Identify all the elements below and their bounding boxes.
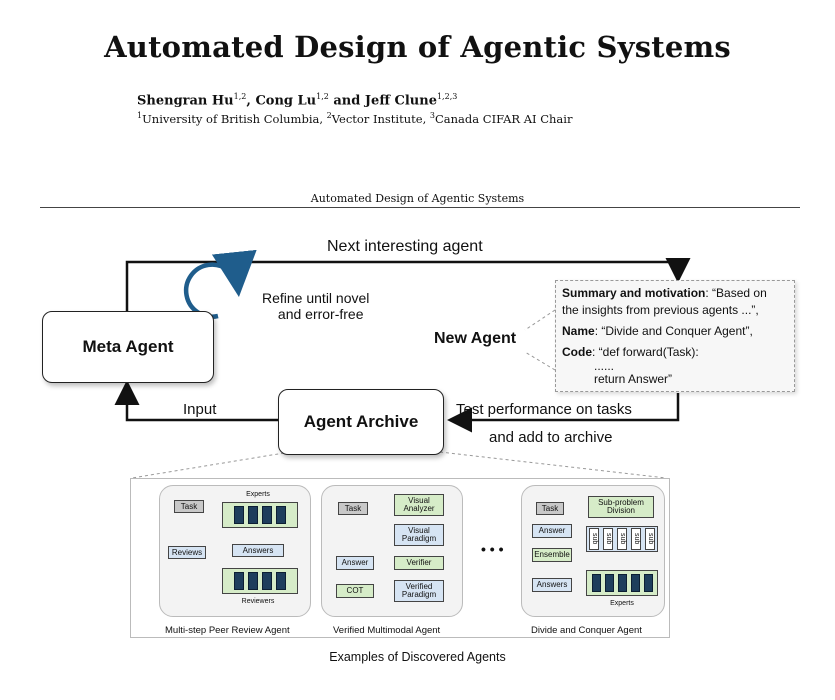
- author-list: Shengran Hu1,2, Cong Lu1,2 and Jeff Clun…: [137, 92, 457, 108]
- affiliation: University of British Columbia: [142, 111, 320, 126]
- experts-group: [222, 502, 298, 528]
- expert-bar: [604, 574, 614, 592]
- refine-label-line: and error-free: [277, 306, 364, 322]
- header-rule: [40, 207, 800, 208]
- sub-node: sub: [631, 528, 641, 550]
- code-text: ......: [594, 359, 615, 373]
- ensemble-node: Ensemble: [532, 548, 572, 562]
- verified-multimodal-card: Task Visual Analyzer Visual Paradigm Ver…: [321, 485, 463, 617]
- subproblem-division-node: Sub-problem Division: [588, 496, 654, 518]
- expert-bar: [591, 574, 601, 592]
- author-name: Cong Lu: [255, 93, 317, 109]
- task-node: Task: [174, 500, 204, 513]
- meta-agent-box: Meta Agent: [42, 311, 214, 383]
- verified-paradigm-node: Verified Paradigm: [394, 580, 444, 602]
- divide-conquer-card: Task Sub-problem Division Answer Ensembl…: [521, 485, 665, 617]
- new-agent-label: New Agent: [434, 330, 517, 347]
- expert-bar: [643, 574, 653, 592]
- callout-line: [131, 451, 291, 479]
- code-label: Summary and motivation: [562, 286, 706, 300]
- task-node: Task: [338, 502, 368, 515]
- sub-node: sub: [589, 528, 599, 550]
- answers-node: Answers: [532, 578, 572, 592]
- refine-label: Refine until novel and error-free: [262, 290, 369, 322]
- affiliation: Vector Institute: [331, 111, 423, 126]
- expert-bar: [276, 506, 286, 524]
- next-agent-label: Next interesting agent: [327, 238, 483, 255]
- verifier-node: Verifier: [394, 556, 444, 570]
- answer-node: Answer: [336, 556, 374, 570]
- agent-code-box: Summary and motivation: “Based on the in…: [555, 280, 795, 392]
- code-text: : “Divide and Conquer Agent”,: [594, 324, 753, 338]
- reviewer-bar: [248, 572, 258, 590]
- author-name: Shengran Hu: [137, 93, 234, 109]
- expert-bar: [617, 574, 627, 592]
- test-label: Test performance on tasks: [456, 401, 632, 418]
- peer-review-card: Task Experts Reviews Answers Reviewers: [159, 485, 311, 617]
- callout-line: [524, 351, 556, 371]
- answers-node: Answers: [232, 544, 284, 557]
- sub-node: sub: [603, 528, 613, 550]
- example-caption: Divide and Conquer Agent: [531, 625, 642, 636]
- author-affil-sup: 1,2,3: [436, 92, 458, 101]
- expert-bar: [262, 506, 272, 524]
- visual-paradigm-node: Visual Paradigm: [394, 524, 444, 546]
- author-affil-sup: 1,2: [233, 92, 247, 101]
- code-label: Name: [562, 324, 595, 338]
- author-separator: ,: [246, 93, 256, 109]
- code-text: : “Based on: [705, 286, 767, 300]
- refine-label-line: Refine until novel: [262, 290, 370, 306]
- experts-group: [586, 570, 658, 596]
- reviewer-bar: [262, 572, 272, 590]
- author-separator: and: [328, 93, 365, 109]
- callout-line: [524, 309, 556, 331]
- code-text: the insights from previous agents ...”,: [562, 303, 759, 317]
- examples-panel: Task Experts Reviews Answers Reviewers M…: [130, 478, 670, 638]
- expert-bar: [248, 506, 258, 524]
- reviewers-group: [222, 568, 298, 594]
- reviewer-bar: [276, 572, 286, 590]
- running-header: Automated Design of Agentic Systems: [310, 192, 525, 205]
- affiliation-list: 1University of British Columbia, 2Vector…: [137, 111, 572, 126]
- experts-label: Experts: [610, 600, 634, 607]
- input-arrow: [114, 380, 278, 422]
- examples-caption: Examples of Discovered Agents: [329, 650, 506, 664]
- reviewers-label: Reviewers: [241, 598, 275, 605]
- code-text: return Answer”: [594, 372, 673, 386]
- affil-separator: ,: [319, 111, 327, 126]
- author-affil-sup: 1,2: [316, 92, 329, 101]
- sub-node: sub: [645, 528, 655, 550]
- example-caption: Multi-step Peer Review Agent: [165, 625, 290, 636]
- callout-line: [439, 451, 667, 479]
- example-caption: Verified Multimodal Agent: [333, 625, 441, 636]
- expert-bar: [630, 574, 640, 592]
- code-label: Code: [562, 345, 592, 359]
- cot-node: COT: [336, 584, 374, 598]
- visual-analyzer-node: Visual Analyzer: [394, 494, 444, 516]
- answer-node: Answer: [532, 524, 572, 538]
- experts-label: Experts: [246, 491, 270, 498]
- subproblems-group: sub sub sub sub sub: [586, 526, 658, 552]
- agent-archive-box: Agent Archive: [278, 389, 444, 455]
- author-name: Jeff Clune: [364, 93, 437, 109]
- task-node: Task: [536, 502, 564, 515]
- affil-sup: 2: [326, 111, 332, 120]
- reviewer-bar: [234, 572, 244, 590]
- sub-node: sub: [617, 528, 627, 550]
- affiliation: Canada CIFAR AI Chair: [434, 111, 573, 126]
- next-agent-arrow: [125, 258, 691, 312]
- affil-sup: 1: [137, 111, 143, 120]
- expert-bar: [234, 506, 244, 524]
- paper-title: Automated Design of Agentic Systems: [104, 30, 731, 64]
- refine-loop-arrow: [183, 249, 257, 319]
- input-label: Input: [183, 401, 217, 418]
- affil-separator: ,: [422, 111, 430, 126]
- test-performance-arrow: [447, 393, 680, 433]
- affil-sup: 3: [429, 111, 435, 120]
- reviews-node: Reviews: [168, 546, 206, 559]
- ellipsis: • • •: [481, 541, 504, 557]
- archive-label: and add to archive: [489, 429, 613, 446]
- code-text: : “def forward(Task):: [592, 345, 699, 359]
